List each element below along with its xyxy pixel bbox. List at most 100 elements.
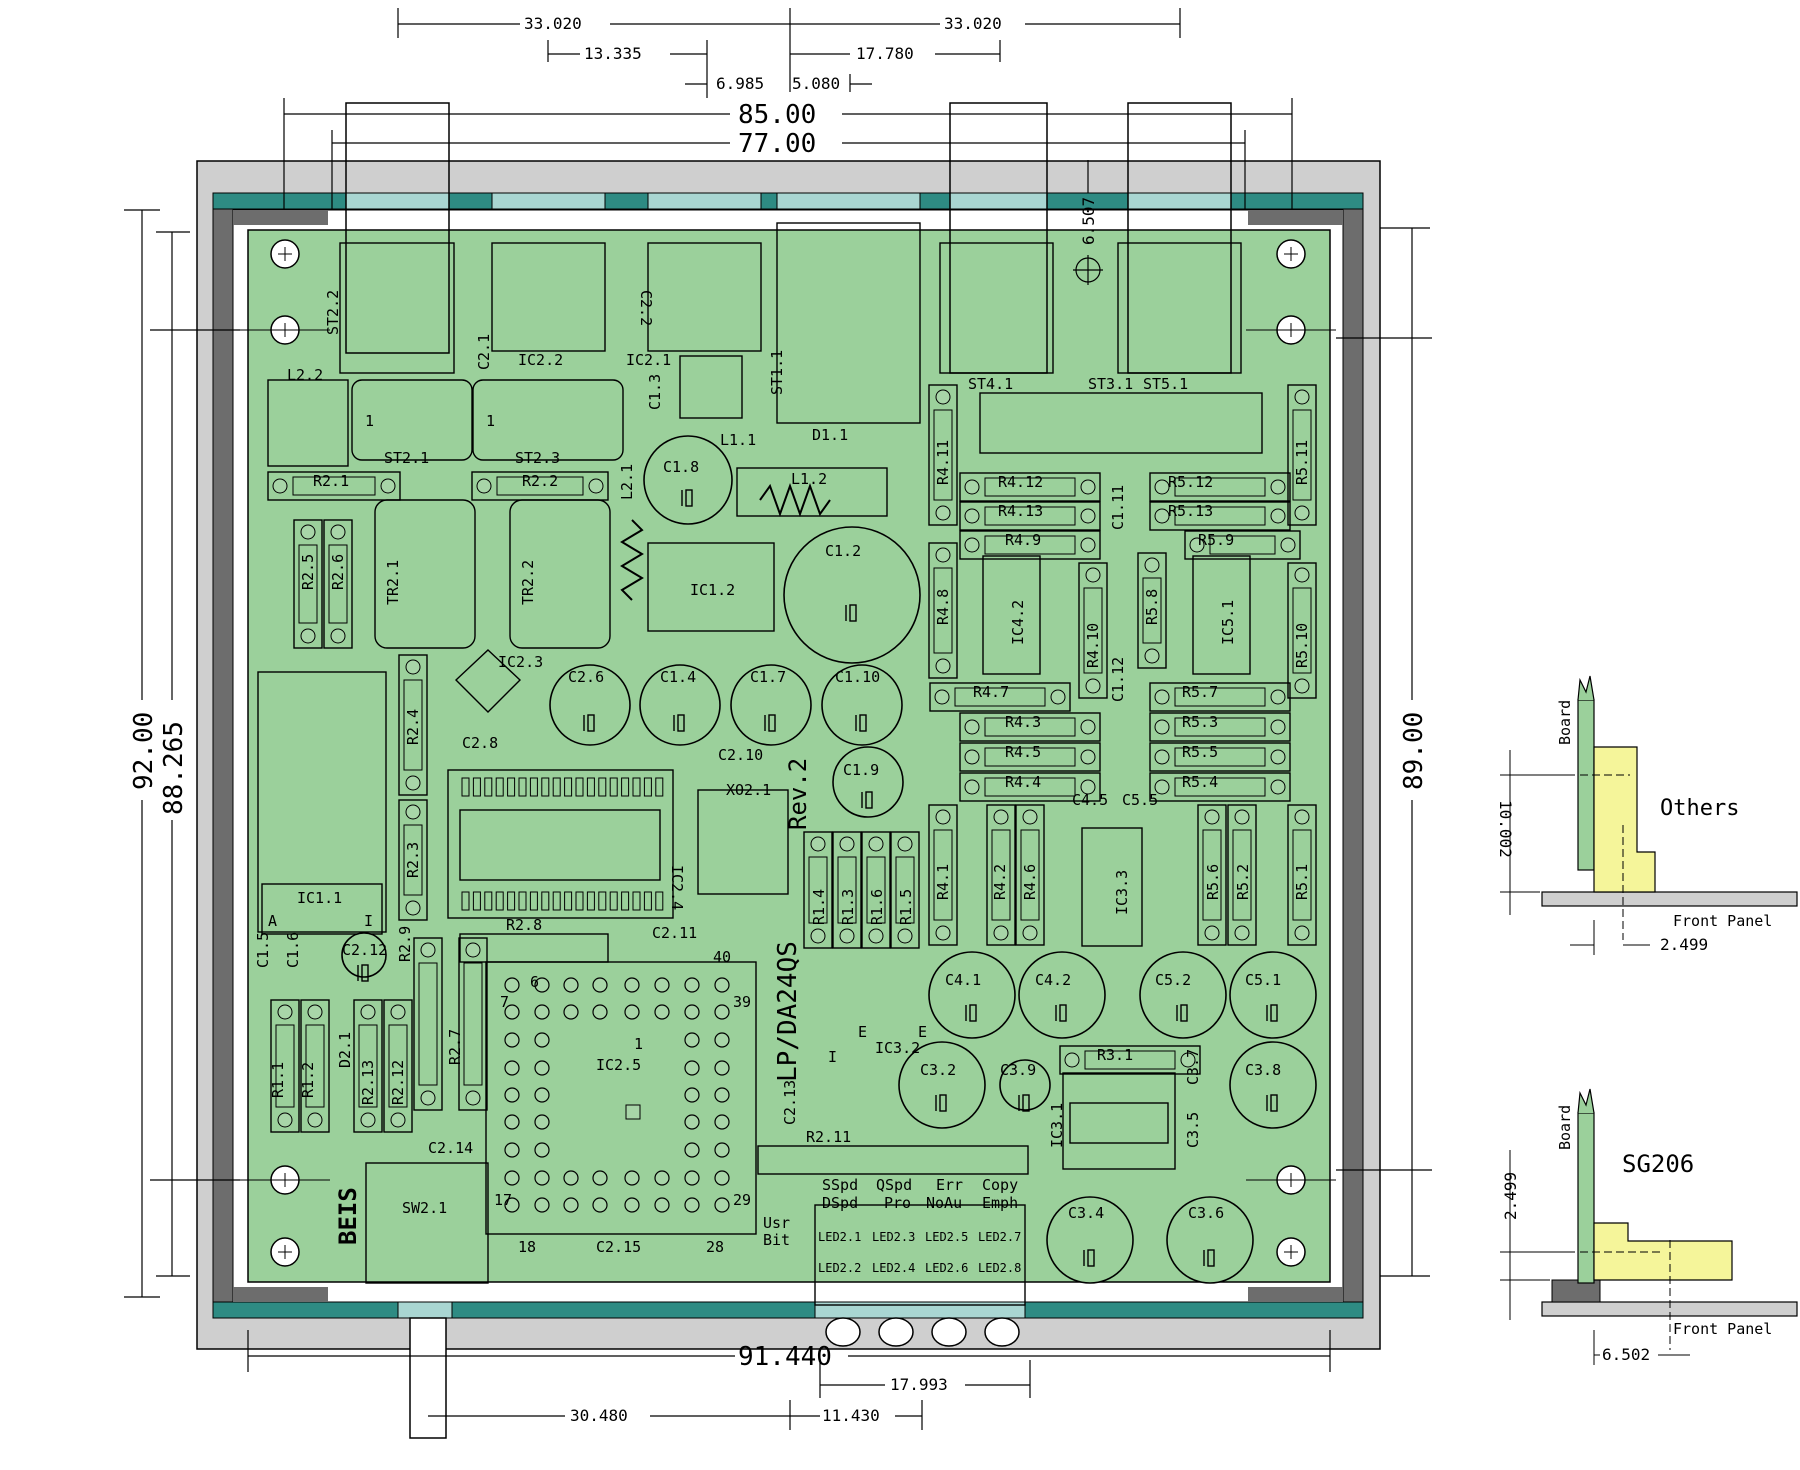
top-connectors <box>345 102 1232 1439</box>
ic-pad <box>504 1004 520 1020</box>
ic-pad-square <box>625 1104 641 1120</box>
label-c2-15: C2.15 <box>596 1238 641 1256</box>
resistor-frame <box>928 542 958 679</box>
label-r5-9: R5.9 <box>1198 531 1234 549</box>
ic-pad <box>654 1004 670 1020</box>
ic-pad <box>534 1142 550 1158</box>
label-c2-13: C2.13 <box>781 1080 799 1125</box>
ic-pad <box>592 977 608 993</box>
display-pin <box>518 891 527 911</box>
ic-pad <box>624 1197 640 1213</box>
pin-label: E <box>918 1023 927 1041</box>
resistor-pad <box>1270 479 1286 495</box>
resistor-frame <box>1227 804 1257 946</box>
resistor-pad <box>1294 678 1310 694</box>
led-label-pro: Pro <box>884 1194 911 1212</box>
resistor-pad <box>330 628 346 644</box>
label-r2-11: R2.11 <box>806 1128 851 1146</box>
ic-pad <box>684 1197 700 1213</box>
pin-label: 6 <box>530 973 539 991</box>
capacitor-plate <box>677 714 685 732</box>
resistor-pad <box>307 1004 323 1020</box>
resistor-frame <box>929 682 1071 712</box>
electrolytic-capacitor <box>730 664 812 746</box>
resistor-body <box>1232 829 1252 921</box>
resistor-body <box>808 856 828 924</box>
resistor-pad <box>465 942 481 958</box>
label-xo2-1: XO2.1 <box>726 781 771 799</box>
label-ic2-4: IC2.4 <box>668 865 686 910</box>
label-r5-12: R5.12 <box>1168 473 1213 491</box>
label-c2-8: C2.8 <box>462 734 498 752</box>
resistor-pad <box>390 1004 406 1020</box>
ic-pad <box>563 1197 579 1213</box>
resistor-pad <box>964 749 980 765</box>
bit-label: Bit <box>763 1231 790 1249</box>
ic-pad <box>534 1004 550 1020</box>
label-led2-5: LED2.5 <box>925 1230 968 1244</box>
ic-pad <box>714 1142 730 1158</box>
side-view-others: Others Board Front Panel 10.002 2.499 <box>1496 675 1798 955</box>
resistor-pad <box>1270 689 1286 705</box>
label-r5-8: R5.8 <box>1143 589 1161 625</box>
resistor-frame <box>959 530 1101 560</box>
display-pin <box>472 777 481 797</box>
ic-pad <box>534 1197 550 1213</box>
label-st4-1: ST4.1 <box>968 375 1013 393</box>
resistor-pad <box>1180 1052 1196 1068</box>
display-pin <box>575 777 584 797</box>
resistor-pad <box>993 809 1009 825</box>
electrolytic-capacitor <box>549 664 631 746</box>
label-ic1-2: IC1.2 <box>690 581 735 599</box>
resistor-pad <box>1022 809 1038 825</box>
label-c1-6: C1.6 <box>284 932 302 968</box>
label-r1-1: R1.1 <box>269 1062 287 1098</box>
label-c1-7: C1.7 <box>750 668 786 686</box>
resistor-body <box>991 829 1011 921</box>
resistor-pad <box>810 836 826 852</box>
resistor-pad <box>272 478 288 494</box>
label-c3-7: C3.7 <box>1184 1049 1202 1085</box>
electrolytic-capacitor <box>1166 1196 1254 1284</box>
label-c1-10: C1.10 <box>835 668 880 686</box>
ic-pad <box>684 1142 700 1158</box>
label-c1-2: C1.2 <box>825 542 861 560</box>
capacitor-plate <box>685 489 693 507</box>
label-r4-2: R4.2 <box>991 864 1009 900</box>
label-r4-11: R4.11 <box>934 440 952 485</box>
display-pin <box>507 777 516 797</box>
label-r2-2: R2.2 <box>522 472 558 490</box>
resistor-body <box>933 567 953 654</box>
resistor-pad <box>1294 925 1310 941</box>
dim-17-780: 17.780 <box>856 44 914 63</box>
resistor-body <box>984 535 1076 555</box>
label-ic3-2: IC3.2 <box>875 1039 920 1057</box>
resistor-body <box>1209 535 1276 555</box>
ic-pad <box>684 1170 700 1186</box>
resistor-frame <box>398 654 428 796</box>
label-r1-2: R1.2 <box>299 1062 317 1098</box>
label-ic2-1: IC2.1 <box>626 351 671 369</box>
resistor-pad <box>1080 749 1096 765</box>
resistor-frame <box>959 742 1101 772</box>
capacitor-plate <box>1270 1094 1278 1112</box>
side-view-others-title: Others <box>1660 796 1739 821</box>
resistor-frame <box>1287 384 1317 526</box>
ic-pad <box>654 1170 670 1186</box>
label-c1-5: C1.5 <box>254 932 272 968</box>
resistor-pad <box>360 1112 376 1128</box>
label-c4-5: C4.5 <box>1072 791 1108 809</box>
electrolytic-capacitor <box>898 1041 986 1129</box>
resistor-pad <box>1080 537 1096 553</box>
resistor-pad <box>1085 678 1101 694</box>
label-r4-4: R4.4 <box>1005 773 1041 791</box>
label-r5-6: R5.6 <box>1204 864 1222 900</box>
resistor-pad <box>300 628 316 644</box>
resistor-body <box>984 777 1076 797</box>
ic-pad <box>563 1170 579 1186</box>
label-st2-1: ST2.1 <box>384 449 429 467</box>
resistor-body <box>463 962 483 1086</box>
resistor-pad <box>1270 508 1286 524</box>
capacitor-plate <box>939 1094 947 1112</box>
